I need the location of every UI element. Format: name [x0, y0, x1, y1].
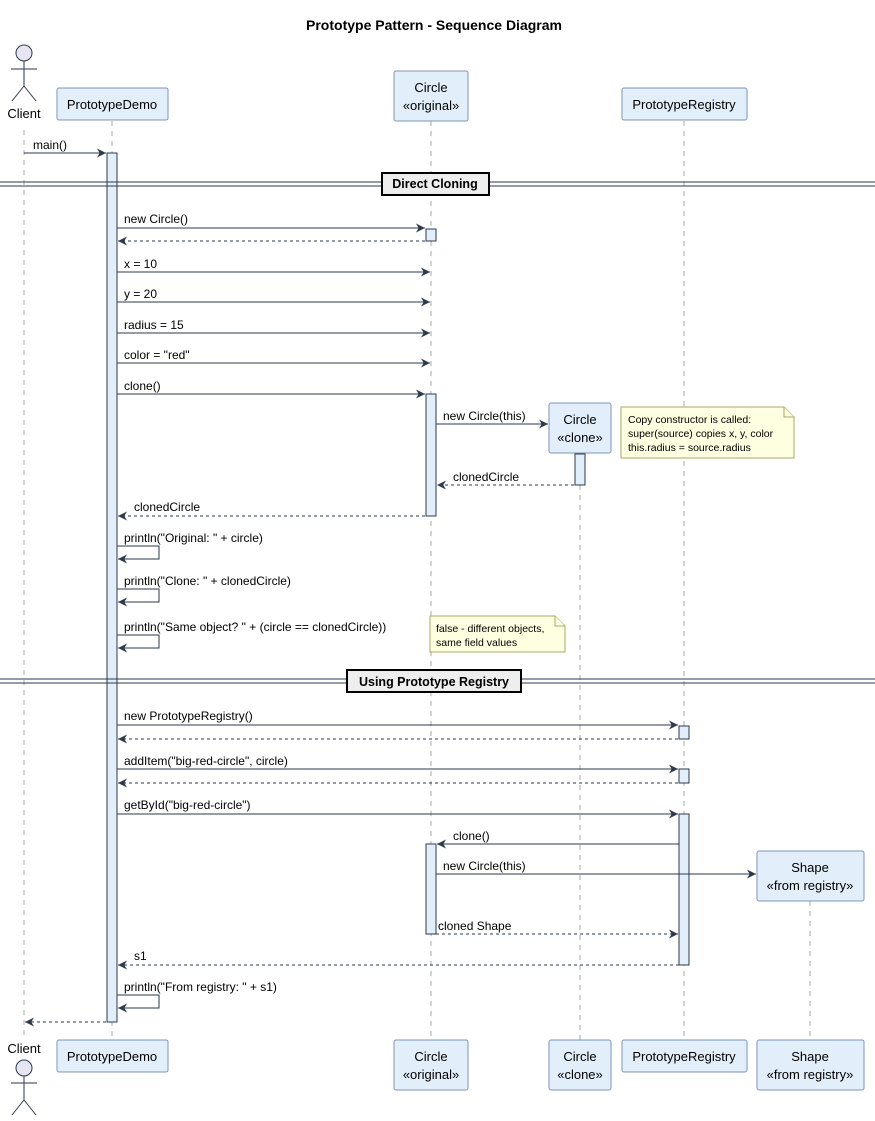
label-s1: s1: [134, 949, 147, 963]
label-get-by-id: getById("big-red-circle"): [124, 798, 251, 812]
participant-label-client: Client: [7, 106, 41, 121]
participant-label-circle-clone-line1: Circle: [563, 412, 596, 427]
label-new-registry: new PrototypeRegistry(): [124, 709, 253, 723]
diagram-title: Prototype Pattern - Sequence Diagram: [306, 17, 562, 33]
label-set-radius: radius = 15: [124, 318, 184, 332]
participant-circle-clone-bottom: Circle «clone»: [548, 1039, 612, 1091]
label-print-clone: println("Clone: " + clonedCircle): [124, 574, 291, 588]
label-add-item: addItem("big-red-circle", circle): [124, 754, 288, 768]
label-main: main(): [33, 138, 67, 152]
label-print-original: println("Original: " + circle): [124, 531, 263, 545]
label-registry-clone: clone(): [453, 829, 490, 843]
section-label-direct-cloning: Direct Cloning: [392, 177, 477, 191]
activation-circle-clone-call: [425, 393, 437, 517]
note-copy-constructor-line3: this.radius = source.radius: [628, 442, 751, 454]
participants-bottom: Client PrototypeDemo Circle «original» C…: [7, 1039, 865, 1116]
note-false-line2: same field values: [436, 637, 517, 649]
section-label-using-registry: Using Prototype Registry: [359, 675, 509, 689]
participant-label-prototype-demo-bottom: PrototypeDemo: [67, 1049, 157, 1064]
participant-prototype-demo-bottom: PrototypeDemo: [56, 1039, 169, 1073]
actor-client-bottom: Client: [7, 1041, 41, 1116]
participant-prototype-registry-bottom: PrototypeRegistry: [621, 1039, 748, 1073]
participant-circle-original-top: Circle «original»: [393, 70, 469, 122]
note-copy-constructor: Copy constructor is called: super(source…: [620, 406, 795, 459]
actor-head-icon: [15, 1059, 33, 1077]
participant-label-circle-original-bottom-line1: Circle: [414, 1049, 447, 1064]
messages: [24, 148, 756, 1027]
label-set-color: color = "red": [124, 348, 190, 362]
participant-label-prototype-registry-bottom: PrototypeRegistry: [632, 1049, 736, 1064]
participant-shape-created: Shape «from registry»: [756, 850, 865, 902]
label-print-same: println("Same object? " + (circle == clo…: [124, 620, 386, 634]
participant-label-circle-original-line2: «original»: [403, 98, 459, 113]
participant-label-prototype-demo: PrototypeDemo: [67, 97, 157, 112]
participants-top: Client PrototypeDemo Circle «original» P…: [7, 44, 748, 122]
note-copy-constructor-line1: Copy constructor is called:: [628, 414, 751, 426]
label-cloned-shape: cloned Shape: [438, 919, 512, 933]
label-clone: clone(): [124, 379, 161, 393]
section-direct-cloning: Direct Cloning: [0, 172, 875, 196]
activation-circle-new: [425, 228, 437, 242]
participant-label-shape-line2: «from registry»: [767, 878, 854, 893]
participant-shape-bottom: Shape «from registry»: [756, 1039, 865, 1091]
section-using-registry: Using Prototype Registry: [0, 669, 875, 693]
activation-circle-clone-ctor: [574, 453, 586, 486]
participant-label-circle-clone-bottom-line1: Circle: [563, 1049, 596, 1064]
participant-circle-original-bottom: Circle «original»: [393, 1039, 469, 1091]
participant-prototype-registry-top: PrototypeRegistry: [621, 87, 748, 121]
arrow-print-clone: [117, 588, 160, 607]
note-false-line1: false - different objects,: [436, 623, 544, 635]
label-cloned-circle-inner: clonedCircle: [453, 470, 519, 484]
message-labels: main() new Circle() x = 10 y = 20 radius…: [33, 138, 526, 994]
note-copy-constructor-line2: super(source) copies x, y, color: [628, 428, 774, 440]
arrow-print-registry: [117, 994, 160, 1013]
actor-head-icon: [15, 44, 33, 62]
label-registry-new-circle-this: new Circle(this): [443, 859, 526, 873]
participant-label-circle-clone-line2: «clone»: [557, 430, 603, 445]
activation-prototype-demo: [106, 152, 118, 1023]
actor-client-top: Client: [7, 44, 41, 121]
activation-registry-add: [678, 768, 690, 784]
participant-label-circle-clone-bottom-line2: «clone»: [557, 1067, 603, 1082]
activation-registry-new: [678, 725, 690, 740]
note-false-different: false - different objects, same field va…: [429, 615, 566, 653]
participant-prototype-demo-top: PrototypeDemo: [56, 87, 169, 121]
activation-bars: [106, 152, 690, 1023]
participant-label-shape-bottom-line2: «from registry»: [767, 1067, 854, 1082]
label-cloned-circle: clonedCircle: [134, 500, 200, 514]
label-set-x: x = 10: [124, 257, 157, 271]
participant-label-client-bottom: Client: [7, 1041, 41, 1056]
arrow-print-original: [117, 545, 160, 564]
participant-label-circle-original-bottom-line2: «original»: [403, 1067, 459, 1082]
arrow-print-same: [117, 634, 160, 653]
participant-label-prototype-registry: PrototypeRegistry: [632, 97, 736, 112]
label-new-circle-this: new Circle(this): [443, 409, 526, 423]
label-print-registry: println("From registry: " + s1): [124, 980, 277, 994]
activation-circle-registry-clone: [425, 843, 437, 935]
participant-label-circle-original-line1: Circle: [414, 80, 447, 95]
participant-label-shape-bottom-line1: Shape: [791, 1049, 829, 1064]
participant-circle-clone-created: Circle «clone»: [548, 402, 612, 454]
label-set-y: y = 20: [124, 287, 157, 301]
label-new-circle: new Circle(): [124, 212, 188, 226]
activation-registry-get: [678, 813, 690, 966]
participant-label-shape-line1: Shape: [791, 860, 829, 875]
